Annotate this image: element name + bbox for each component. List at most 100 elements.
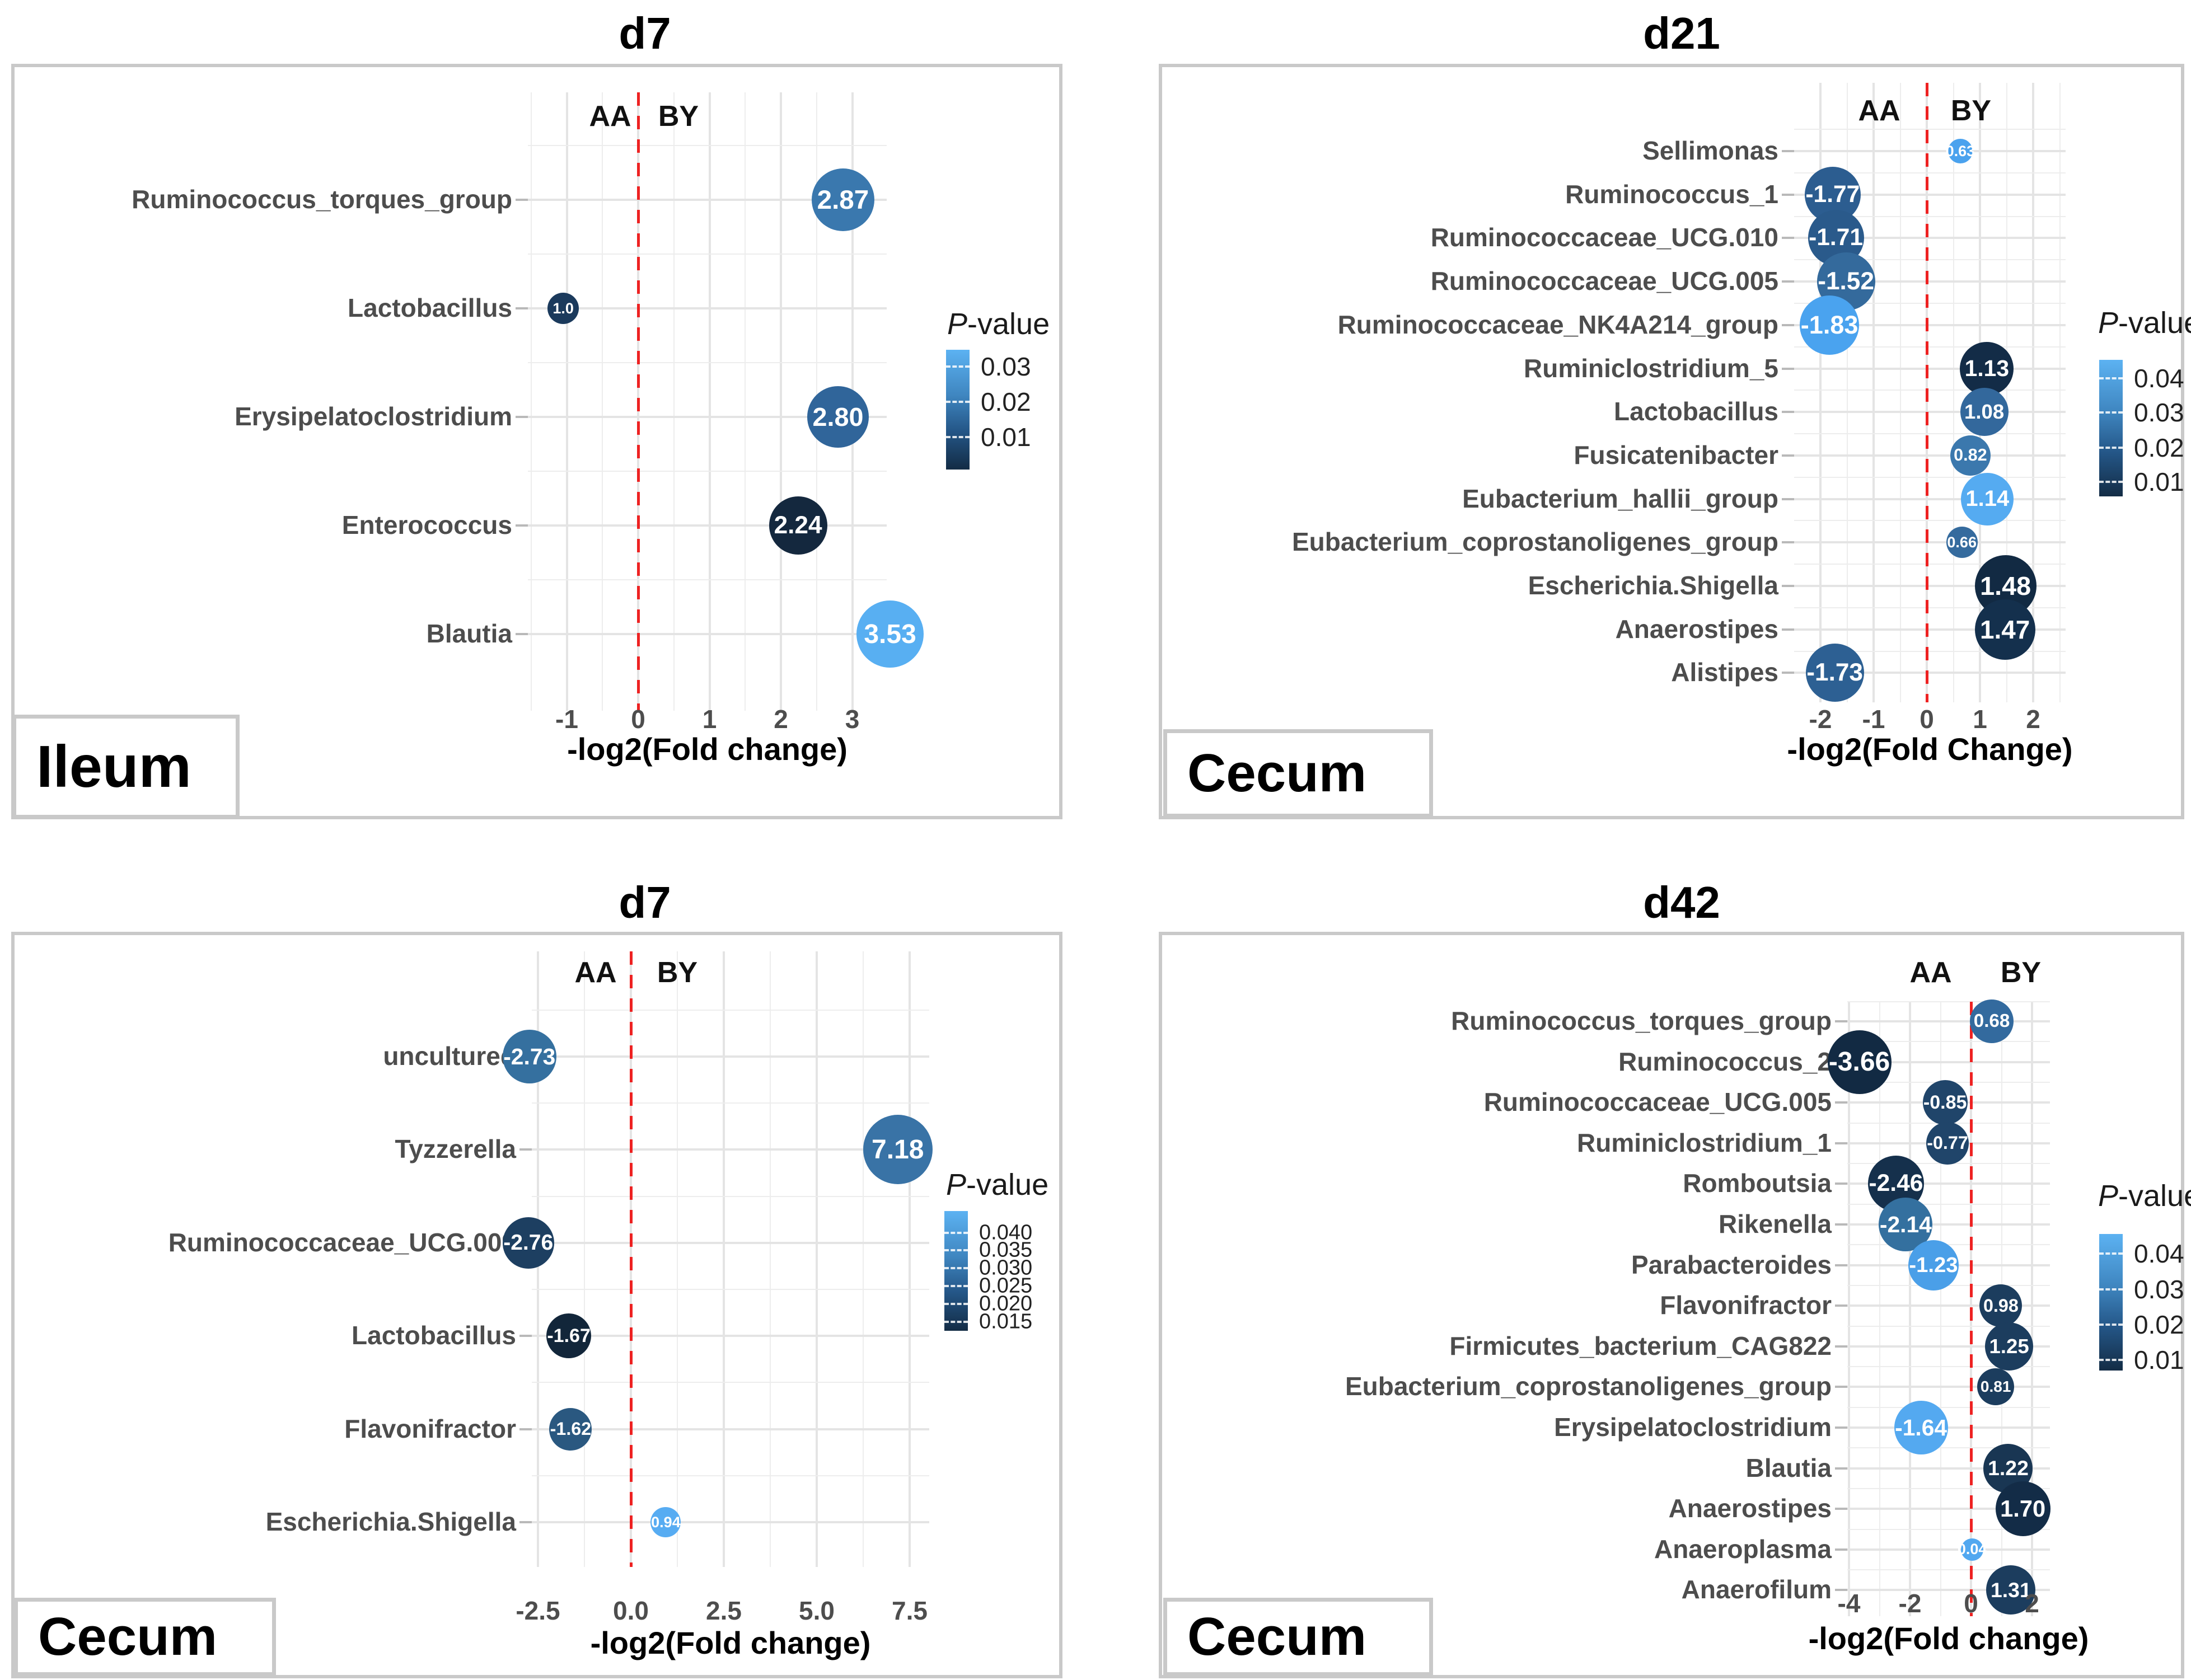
- x-axis-tick-label: 2: [774, 705, 788, 734]
- gridline-horizontal-major: [1794, 411, 2066, 414]
- gridline-horizontal-minor: [1794, 433, 2066, 435]
- gridline-horizontal-major: [1847, 1589, 2050, 1592]
- x-axis-tick-label: 2.5: [706, 1596, 742, 1625]
- gridline-vertical-minor: [1899, 83, 1901, 702]
- legend-title: P-value: [2098, 1179, 2191, 1213]
- legend-tick-label: 0.04: [2134, 364, 2184, 393]
- legend-tick-mark: [944, 1267, 968, 1269]
- panel-title-cecum_d21: d21: [1643, 8, 1720, 58]
- gridline-horizontal-major: [1847, 1548, 2050, 1551]
- y-axis-tick: [1835, 1101, 1847, 1104]
- x-axis-tick-label: -2.5: [516, 1596, 560, 1625]
- gridline-horizontal-minor: [1794, 259, 2066, 261]
- y-axis-tick: [1782, 150, 1794, 152]
- legend-tick-mark: [2099, 1324, 2123, 1326]
- y-axis-tick: [516, 307, 528, 309]
- y-axis-tick: [519, 1428, 532, 1430]
- bubble-Eubacterium_coprostanoligenes_group: 0.66: [1946, 527, 1978, 559]
- gridline-horizontal-major: [528, 524, 887, 527]
- gridline-vertical-minor: [530, 92, 532, 711]
- bubble-Anaeroplasma: 0.04: [1958, 1538, 1987, 1561]
- bubble-Alistipes: -1.73: [1805, 644, 1864, 702]
- y-axis-tick: [1835, 1386, 1847, 1388]
- gridline-horizontal-major: [1794, 672, 2066, 674]
- gridline-vertical-minor: [677, 951, 678, 1567]
- x-axis-tick-label: 2: [2025, 1589, 2039, 1618]
- category-label: Rikenella: [1719, 1209, 1832, 1238]
- legend-gradient-bar: [946, 350, 970, 470]
- category-label: Lactobacillus: [352, 1321, 516, 1350]
- category-label: Ruminococcus_torques_group: [132, 185, 512, 214]
- y-axis-tick: [1835, 1020, 1847, 1022]
- category-label: Ruminiclostridium_1: [1577, 1128, 1832, 1157]
- tissue-label-box-ileum_d7: Ileum: [12, 715, 240, 819]
- legend-tick-label: 0.02: [2134, 1310, 2184, 1339]
- gridline-horizontal-minor: [1847, 1447, 2050, 1449]
- x-axis-tick-label: 0.0: [613, 1596, 649, 1625]
- gridline-vertical-minor: [584, 951, 585, 1567]
- legend-title-italic-p: P: [2098, 306, 2119, 340]
- category-label: uncultured: [383, 1041, 516, 1071]
- gridline-vertical-major: [909, 951, 911, 1567]
- bubble-Ruminiclostridium_5: 1.13: [1960, 341, 2014, 396]
- gridline-horizontal-major: [532, 1428, 929, 1430]
- panel-title-cecum_d42: d42: [1643, 877, 1720, 927]
- legend-title: P-value: [947, 307, 1050, 341]
- gridline-horizontal-minor: [1794, 346, 2066, 348]
- legend-tick-mark: [946, 436, 970, 438]
- bubble-Ruminiclostridium_1: -0.77: [1926, 1121, 1969, 1165]
- category-label: Enterococcus: [341, 510, 512, 539]
- legend-tick-mark: [2099, 481, 2123, 483]
- gridline-horizontal-minor: [528, 362, 887, 363]
- gridline-horizontal-major: [1847, 1508, 2050, 1510]
- bubble-Escherichia.Shigella: 0.94: [650, 1507, 681, 1537]
- gridline-horizontal-major: [1794, 498, 2066, 500]
- legend-tick-label: 0.01: [2134, 467, 2184, 496]
- legend-tick-mark: [944, 1321, 968, 1323]
- panel-title-cecum_d7: d7: [619, 877, 671, 927]
- category-label: Flavonifractor: [344, 1414, 516, 1443]
- gridline-vertical-minor: [863, 951, 864, 1567]
- gridline-horizontal-minor: [1794, 302, 2066, 304]
- category-label: Eubacterium_coprostanoligenes_group: [1345, 1372, 1832, 1401]
- tissue-label-box-cecum_d42: Cecum: [1163, 1598, 1433, 1676]
- category-label: Firmicutes_bacterium_CAG822: [1449, 1331, 1832, 1360]
- category-label: Flavonifractor: [1660, 1290, 1832, 1320]
- gridline-horizontal-minor: [1847, 1001, 2050, 1002]
- panel-ileum_d7: [11, 64, 1062, 819]
- legend-tick-label: 0.040: [979, 1221, 1033, 1245]
- y-axis-tick: [1782, 411, 1794, 414]
- gridline-horizontal-major: [1847, 1345, 2050, 1348]
- legend-gradient-bar: [2099, 1234, 2123, 1371]
- gridline-vertical-minor: [1879, 1002, 1880, 1616]
- bubble-Anaerostipes: 1.70: [1995, 1481, 2050, 1537]
- tissue-label: Ileum: [36, 733, 191, 800]
- category-label: Sellimonas: [1642, 136, 1778, 165]
- legend-tick-mark: [944, 1249, 968, 1251]
- tissue-label-box-cecum_d21: Cecum: [1163, 729, 1433, 818]
- gridline-vertical-major: [2031, 1002, 2033, 1616]
- group-label-right: BY: [1950, 95, 1992, 127]
- group-label-left: AA: [574, 956, 617, 989]
- gridline-horizontal-minor: [1847, 1041, 2050, 1043]
- category-label: Eubacterium_coprostanoligenes_group: [1291, 527, 1778, 557]
- gridline-horizontal-major: [1794, 628, 2066, 631]
- x-axis-tick-label: 0: [1920, 705, 1934, 734]
- gridline-vertical-major: [708, 92, 711, 711]
- gridline-vertical-minor: [673, 92, 675, 711]
- gridline-vertical-minor: [602, 92, 603, 711]
- legend-tick-label: 0.03: [981, 352, 1031, 381]
- legend-tick-label: 0.030: [979, 1256, 1033, 1280]
- y-axis-tick: [1835, 1304, 1847, 1307]
- gridline-horizontal-major: [1794, 150, 2066, 152]
- category-label: Anaeroplasma: [1654, 1534, 1832, 1564]
- legend-tick-label: 0.03: [2134, 1275, 2184, 1304]
- legend-tick-label: 0.01: [981, 423, 1031, 452]
- tissue-label: Cecum: [38, 1607, 218, 1667]
- gridline-horizontal-minor: [532, 1475, 929, 1476]
- gridline-horizontal-major: [1794, 454, 2066, 457]
- bubble-Erysipelatoclostridium: -1.64: [1894, 1401, 1948, 1454]
- x-axis-tick-label: -2: [1898, 1589, 1922, 1618]
- x-axis-tick-label: -1: [1862, 705, 1885, 734]
- bubble-Anaerostipes: 1.47: [1974, 599, 2035, 660]
